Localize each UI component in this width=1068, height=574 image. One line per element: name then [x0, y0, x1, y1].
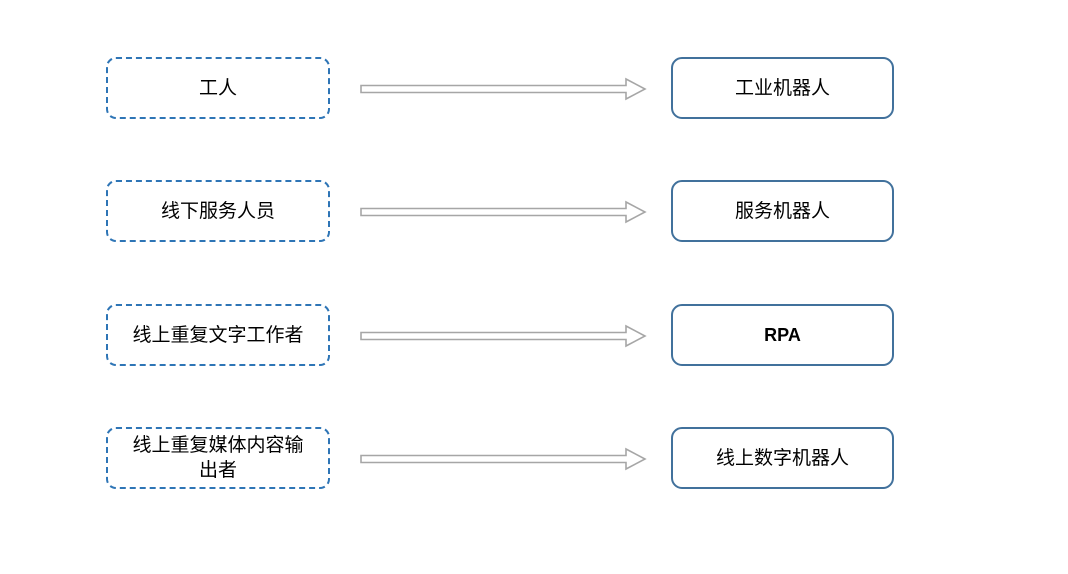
source-label: 线上重复媒体内容输出者: [132, 435, 304, 481]
source-box-worker: 工人: [106, 57, 330, 119]
target-box-industrial-robot: 工业机器人: [671, 57, 894, 119]
source-box-offline-service-staff: 线下服务人员: [106, 180, 330, 242]
target-box-online-digital-robot: 线上数字机器人: [671, 427, 894, 489]
target-box-rpa: RPA: [671, 304, 894, 366]
target-box-service-robot: 服务机器人: [671, 180, 894, 242]
target-label: 服务机器人: [734, 200, 830, 222]
arrow-right-icon: [360, 77, 647, 101]
target-label: RPA: [764, 324, 801, 345]
arrow-right-icon: [360, 324, 647, 348]
target-label: 工业机器人: [734, 77, 830, 99]
source-label: 线上重复文字工作者: [132, 324, 304, 346]
source-box-online-repetitive-text-worker: 线上重复文字工作者: [106, 304, 330, 366]
source-box-online-repetitive-media-content-producer: 线上重复媒体内容输出者: [106, 427, 330, 489]
source-label: 线下服务人员: [160, 200, 275, 222]
arrow-right-icon: [360, 200, 647, 224]
target-label: 线上数字机器人: [715, 447, 849, 469]
source-label: 工人: [198, 77, 237, 99]
arrow-right-icon: [360, 447, 647, 471]
